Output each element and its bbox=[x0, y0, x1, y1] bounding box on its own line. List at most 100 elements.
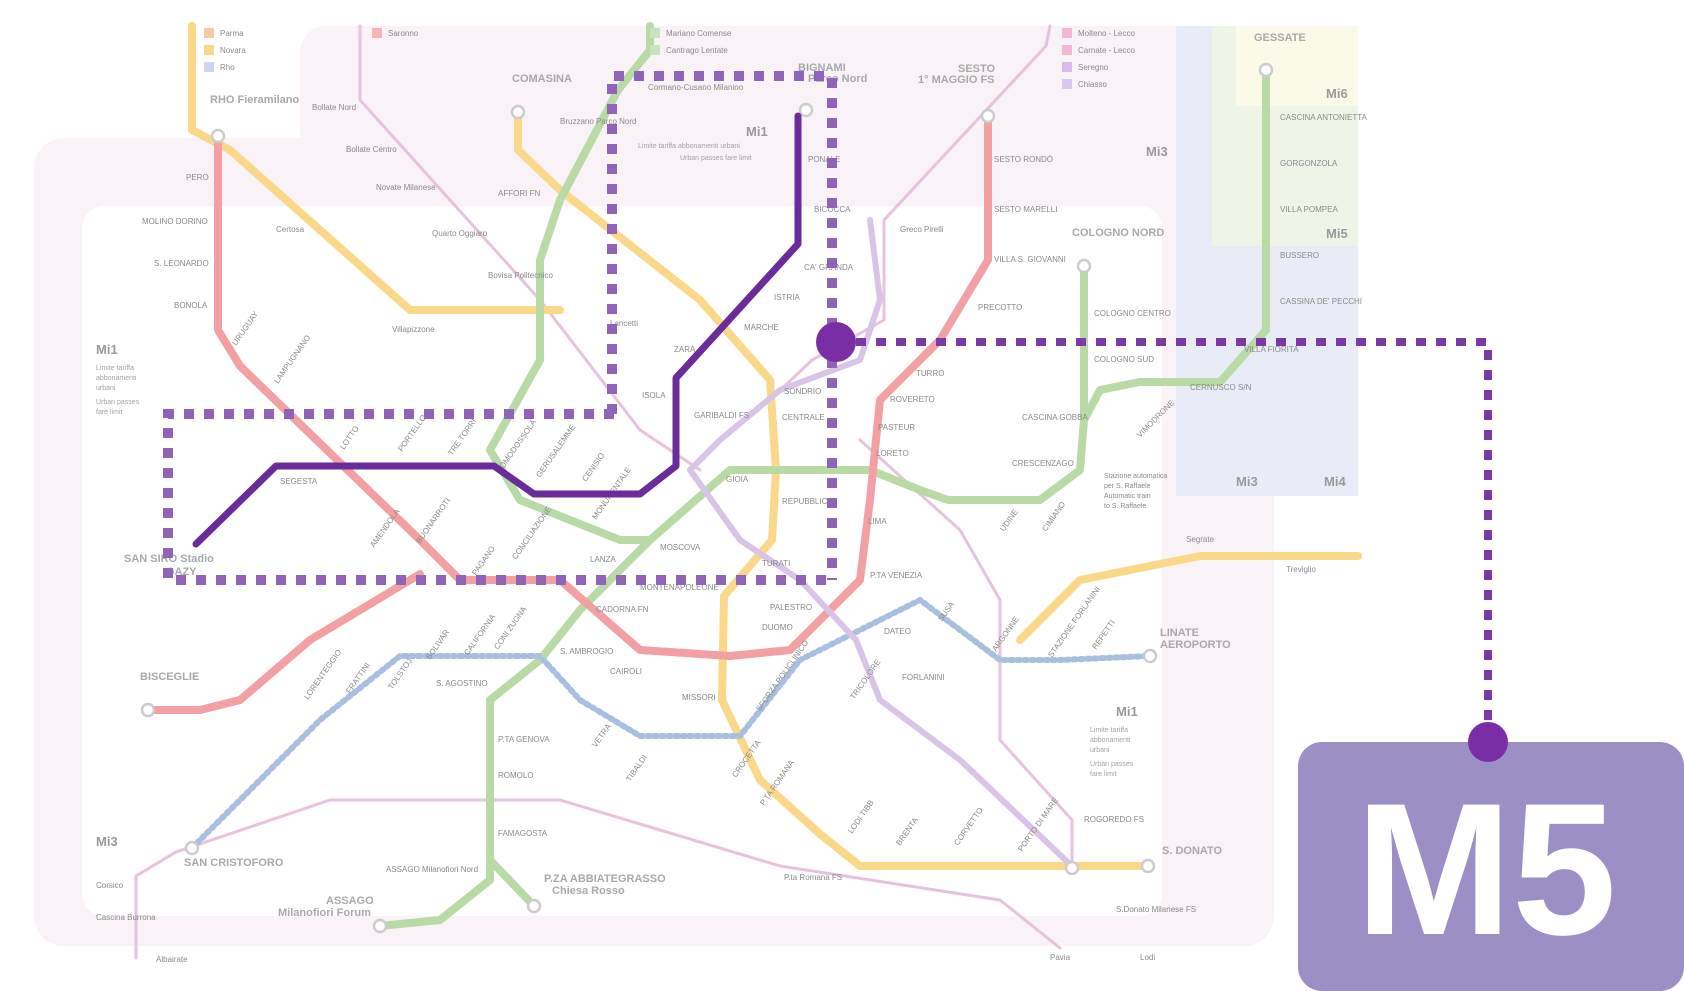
label-isola[interactable]: ISOLA bbox=[642, 391, 666, 400]
label-montenapoleone[interactable]: MONTENAPOLEONE bbox=[640, 583, 719, 592]
label-cologno[interactable]: COLOGNO NORD bbox=[1072, 227, 1164, 239]
label-gessate-area[interactable]: Cascina Burrona bbox=[96, 913, 156, 922]
label-villapizzone[interactable]: Villapizzone bbox=[392, 325, 435, 334]
label-lodi-city[interactable]: Lodi bbox=[1140, 953, 1155, 962]
label-segesta[interactable]: SEGESTA bbox=[280, 477, 318, 486]
label-bicocca[interactable]: BICOCCA bbox=[814, 205, 851, 214]
label-sesto-marelli[interactable]: SESTO MARELLI bbox=[994, 205, 1057, 214]
label-villa-pompea[interactable]: VILLA POMPEA bbox=[1280, 205, 1338, 214]
label-rovereto[interactable]: ROVERETO bbox=[890, 395, 935, 404]
label-mirasole[interactable]: Albairate bbox=[156, 955, 188, 964]
label-sondrio[interactable]: SONDRIO bbox=[784, 387, 821, 396]
label-rho[interactable]: RHO Fieramilano bbox=[210, 94, 300, 106]
label-dateo[interactable]: DATEO bbox=[884, 627, 911, 636]
label-cassina[interactable]: CASSINA DE' PECCHI bbox=[1280, 297, 1362, 306]
label-cologno-sud[interactable]: COLOGNO SUD bbox=[1094, 355, 1154, 364]
label-precotto[interactable]: PRECOTTO bbox=[978, 303, 1022, 312]
label-sesto[interactable]: SESTO bbox=[958, 63, 996, 75]
label-san-leonardo[interactable]: S. LEONARDO bbox=[154, 259, 209, 268]
label-bonola[interactable]: BONOLA bbox=[174, 301, 208, 310]
label-lanza[interactable]: LANZA bbox=[590, 555, 616, 564]
m5-line-route[interactable] bbox=[192, 112, 802, 548]
label-pero[interactable]: PERO bbox=[186, 173, 209, 182]
label-turati[interactable]: TURATI bbox=[762, 559, 790, 568]
m5-badge-label: M5 bbox=[1355, 764, 1616, 974]
label-assago-nord[interactable]: ASSAGO Milanofiori Nord bbox=[386, 865, 478, 874]
label-s-agostino[interactable]: S. AGOSTINO bbox=[436, 679, 488, 688]
label-gioia[interactable]: GIOIA bbox=[726, 475, 749, 484]
label-quarto-oggiaro[interactable]: Quarto Oggiaro bbox=[432, 229, 488, 238]
label-bisceglie[interactable]: BISCEGLIE bbox=[140, 671, 199, 683]
label-turro[interactable]: TURRO bbox=[916, 369, 944, 378]
label-bussero[interactable]: BUSSERO bbox=[1280, 251, 1319, 260]
line-badge[interactable]: M5 bbox=[1298, 722, 1684, 991]
label-lima[interactable]: LIMA bbox=[868, 517, 887, 526]
label-istria[interactable]: ISTRIA bbox=[774, 293, 800, 302]
label-s-ambrogio[interactable]: S. AMBROGIO bbox=[560, 647, 613, 656]
label-cologno-centro[interactable]: COLOGNO CENTRO bbox=[1094, 309, 1171, 318]
label-san-siro[interactable]: SAN SIRO Stadio bbox=[124, 553, 214, 565]
zone-mi6-title: Mi6 bbox=[1326, 86, 1348, 101]
label-romolo[interactable]: ROMOLO bbox=[498, 771, 534, 780]
label-scalo-romana[interactable]: P.ta Romana FS bbox=[784, 873, 842, 882]
label-bollate-centro[interactable]: Bollate Centro bbox=[346, 145, 397, 154]
label-loreto[interactable]: LORETO bbox=[876, 449, 909, 458]
label-porta-venezia[interactable]: P.TA VENEZIA bbox=[870, 571, 923, 580]
label-assago[interactable]: ASSAGO bbox=[326, 895, 374, 907]
label-villa-fiorita[interactable]: VILLA FIORITA bbox=[1244, 345, 1299, 354]
station-dot bbox=[861, 539, 868, 547]
terminal-ring bbox=[1076, 258, 1092, 274]
label-lancetti[interactable]: Lancetti bbox=[610, 319, 638, 328]
label-abbiategrasso[interactable]: P.ZA ABBIATEGRASSO bbox=[544, 873, 666, 885]
station-dot bbox=[536, 167, 543, 174]
label-centrale[interactable]: CENTRALE bbox=[782, 413, 825, 422]
label-sesto-rondo[interactable]: SESTO RONDÒ bbox=[994, 155, 1053, 164]
label-greco-pirelli[interactable]: Greco Pirelli bbox=[900, 225, 944, 234]
label-gorgonzola[interactable]: GORGONZOLA bbox=[1280, 159, 1338, 168]
label-segrate[interactable]: Segrate bbox=[1186, 535, 1215, 544]
label-cascina-antonietta[interactable]: CASCINA ANTONIETTA bbox=[1280, 113, 1367, 122]
label-cascina-gobba[interactable]: CASCINA GOBBA bbox=[1022, 413, 1088, 422]
label-novate[interactable]: Novate Milanese bbox=[376, 183, 436, 192]
label-certosa[interactable]: Certosa bbox=[276, 225, 305, 234]
label-repubblica[interactable]: REPUBBLICA bbox=[782, 497, 833, 506]
label-cormano[interactable]: Cormano-Cusano Milanino bbox=[648, 83, 744, 92]
label-cernusco[interactable]: CERNUSCO S/N bbox=[1190, 383, 1252, 392]
label-pasteur[interactable]: PASTEUR bbox=[878, 423, 915, 432]
label-porta-genova[interactable]: P.TA GENOVA bbox=[498, 735, 550, 744]
label-abbiategrasso-fs[interactable]: Corsico bbox=[96, 881, 124, 890]
label-san-donato-fs[interactable]: S.Donato Milanese FS bbox=[1116, 905, 1196, 914]
label-marche[interactable]: MARCHE bbox=[744, 323, 779, 332]
label-molino-dorino[interactable]: MOLINO DORINO bbox=[142, 217, 208, 226]
label-comasina[interactable]: COMASINA bbox=[512, 73, 572, 85]
label-famagosta[interactable]: FAMAGOSTA bbox=[498, 829, 548, 838]
station-dot bbox=[213, 702, 221, 709]
label-missori[interactable]: MISSORI bbox=[682, 693, 716, 702]
label-villa-sg[interactable]: VILLA S. GIOVANNI bbox=[994, 255, 1066, 264]
label-palestro[interactable]: PALESTRO bbox=[770, 603, 812, 612]
label-treviglio[interactable]: Treviglio bbox=[1286, 565, 1316, 574]
label-bollate-nord[interactable]: Bollate Nord bbox=[312, 103, 356, 112]
label-bignami[interactable]: BIGNAMI bbox=[798, 62, 846, 74]
label-forlanini[interactable]: FORLANINI bbox=[902, 673, 945, 682]
m5-badge[interactable] bbox=[1298, 742, 1684, 991]
label-zara[interactable]: ZARA bbox=[674, 345, 696, 354]
label-san-donato[interactable]: S. DONATO bbox=[1162, 845, 1223, 857]
station-dot bbox=[703, 651, 710, 658]
label-gessate[interactable]: GESSATE bbox=[1254, 32, 1306, 44]
label-rogoredo[interactable]: ROGOREDO FS bbox=[1084, 815, 1144, 824]
label-ponale[interactable]: PONALE bbox=[808, 155, 840, 164]
label-cairoli[interactable]: CAIROLI bbox=[610, 667, 642, 676]
label-bovisa[interactable]: Bovisa Politecnico bbox=[488, 271, 553, 280]
label-san-cristoforo[interactable]: SAN CRISTOFORO bbox=[184, 857, 284, 869]
m1-red-line bbox=[214, 112, 992, 660]
label-duomo[interactable]: DUOMO bbox=[762, 623, 793, 632]
label-bruzzano[interactable]: Bruzzano Parco Nord bbox=[560, 117, 636, 126]
label-linate[interactable]: LINATE bbox=[1160, 627, 1199, 639]
label-crescenzago[interactable]: CRESCENZAGO bbox=[1012, 459, 1074, 468]
label-moscova[interactable]: MOSCOVA bbox=[660, 543, 701, 552]
label-pavia[interactable]: Pavia bbox=[1050, 953, 1071, 962]
label-affori-fn[interactable]: AFFORI FN bbox=[498, 189, 540, 198]
label-cadorna[interactable]: CADORNA FN bbox=[596, 605, 649, 614]
label-garibaldi[interactable]: GARIBALDI FS bbox=[694, 411, 749, 420]
